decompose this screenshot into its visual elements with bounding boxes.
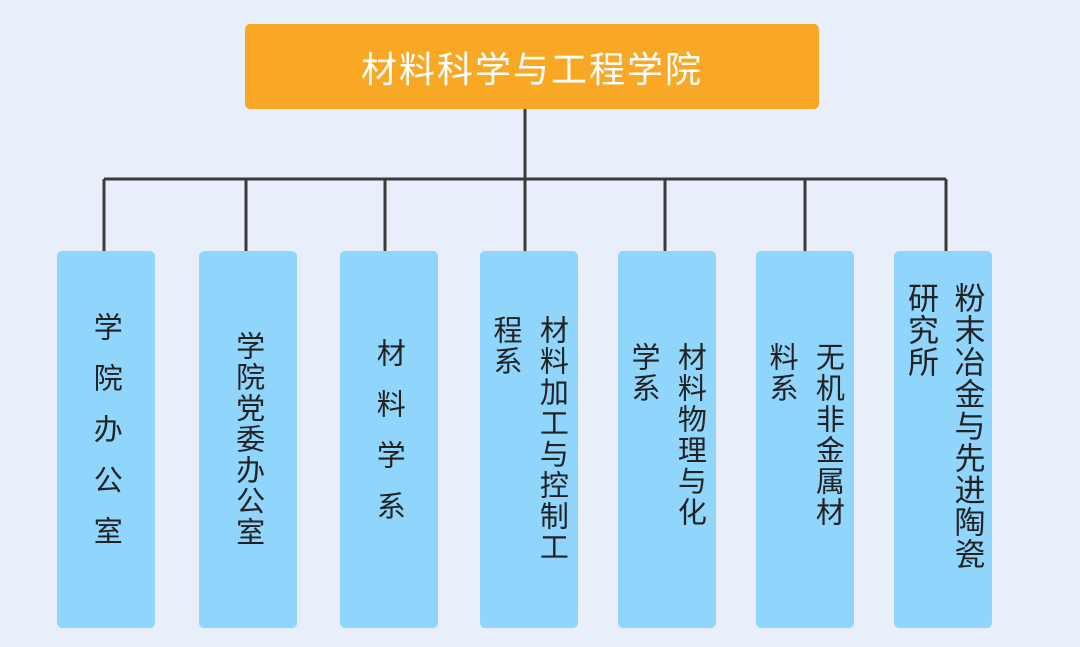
child-node-label: 学院党委办公室	[231, 331, 266, 548]
child-node-label: 材料物理与化学系	[627, 342, 708, 528]
child-node-powder-metallurgy-institute[interactable]: 粉末冶金与先进陶瓷研究所	[894, 251, 992, 628]
child-node-materials-science-dept[interactable]: 材料学系	[340, 251, 438, 628]
child-node-inorganic-nonmetallic-dept[interactable]: 无机非金属材料系	[756, 251, 854, 628]
child-node-party-committee-office[interactable]: 学院党委办公室	[199, 251, 297, 628]
child-node-label: 粉末冶金与先进陶瓷研究所	[902, 282, 985, 570]
root-node-college[interactable]: 材料科学与工程学院	[245, 24, 819, 109]
child-node-label: 材料学系	[372, 337, 407, 542]
child-node-label: 材料加工与控制工程系	[489, 314, 570, 563]
child-node-label: 学院办公室	[89, 312, 124, 567]
child-node-label: 无机非金属材料系	[765, 342, 846, 528]
child-node-college-office[interactable]: 学院办公室	[57, 251, 155, 628]
child-node-materials-physics-chemistry-dept[interactable]: 材料物理与化学系	[618, 251, 716, 628]
child-node-materials-processing-dept[interactable]: 材料加工与控制工程系	[480, 251, 578, 628]
root-node-label: 材料科学与工程学院	[360, 49, 703, 91]
